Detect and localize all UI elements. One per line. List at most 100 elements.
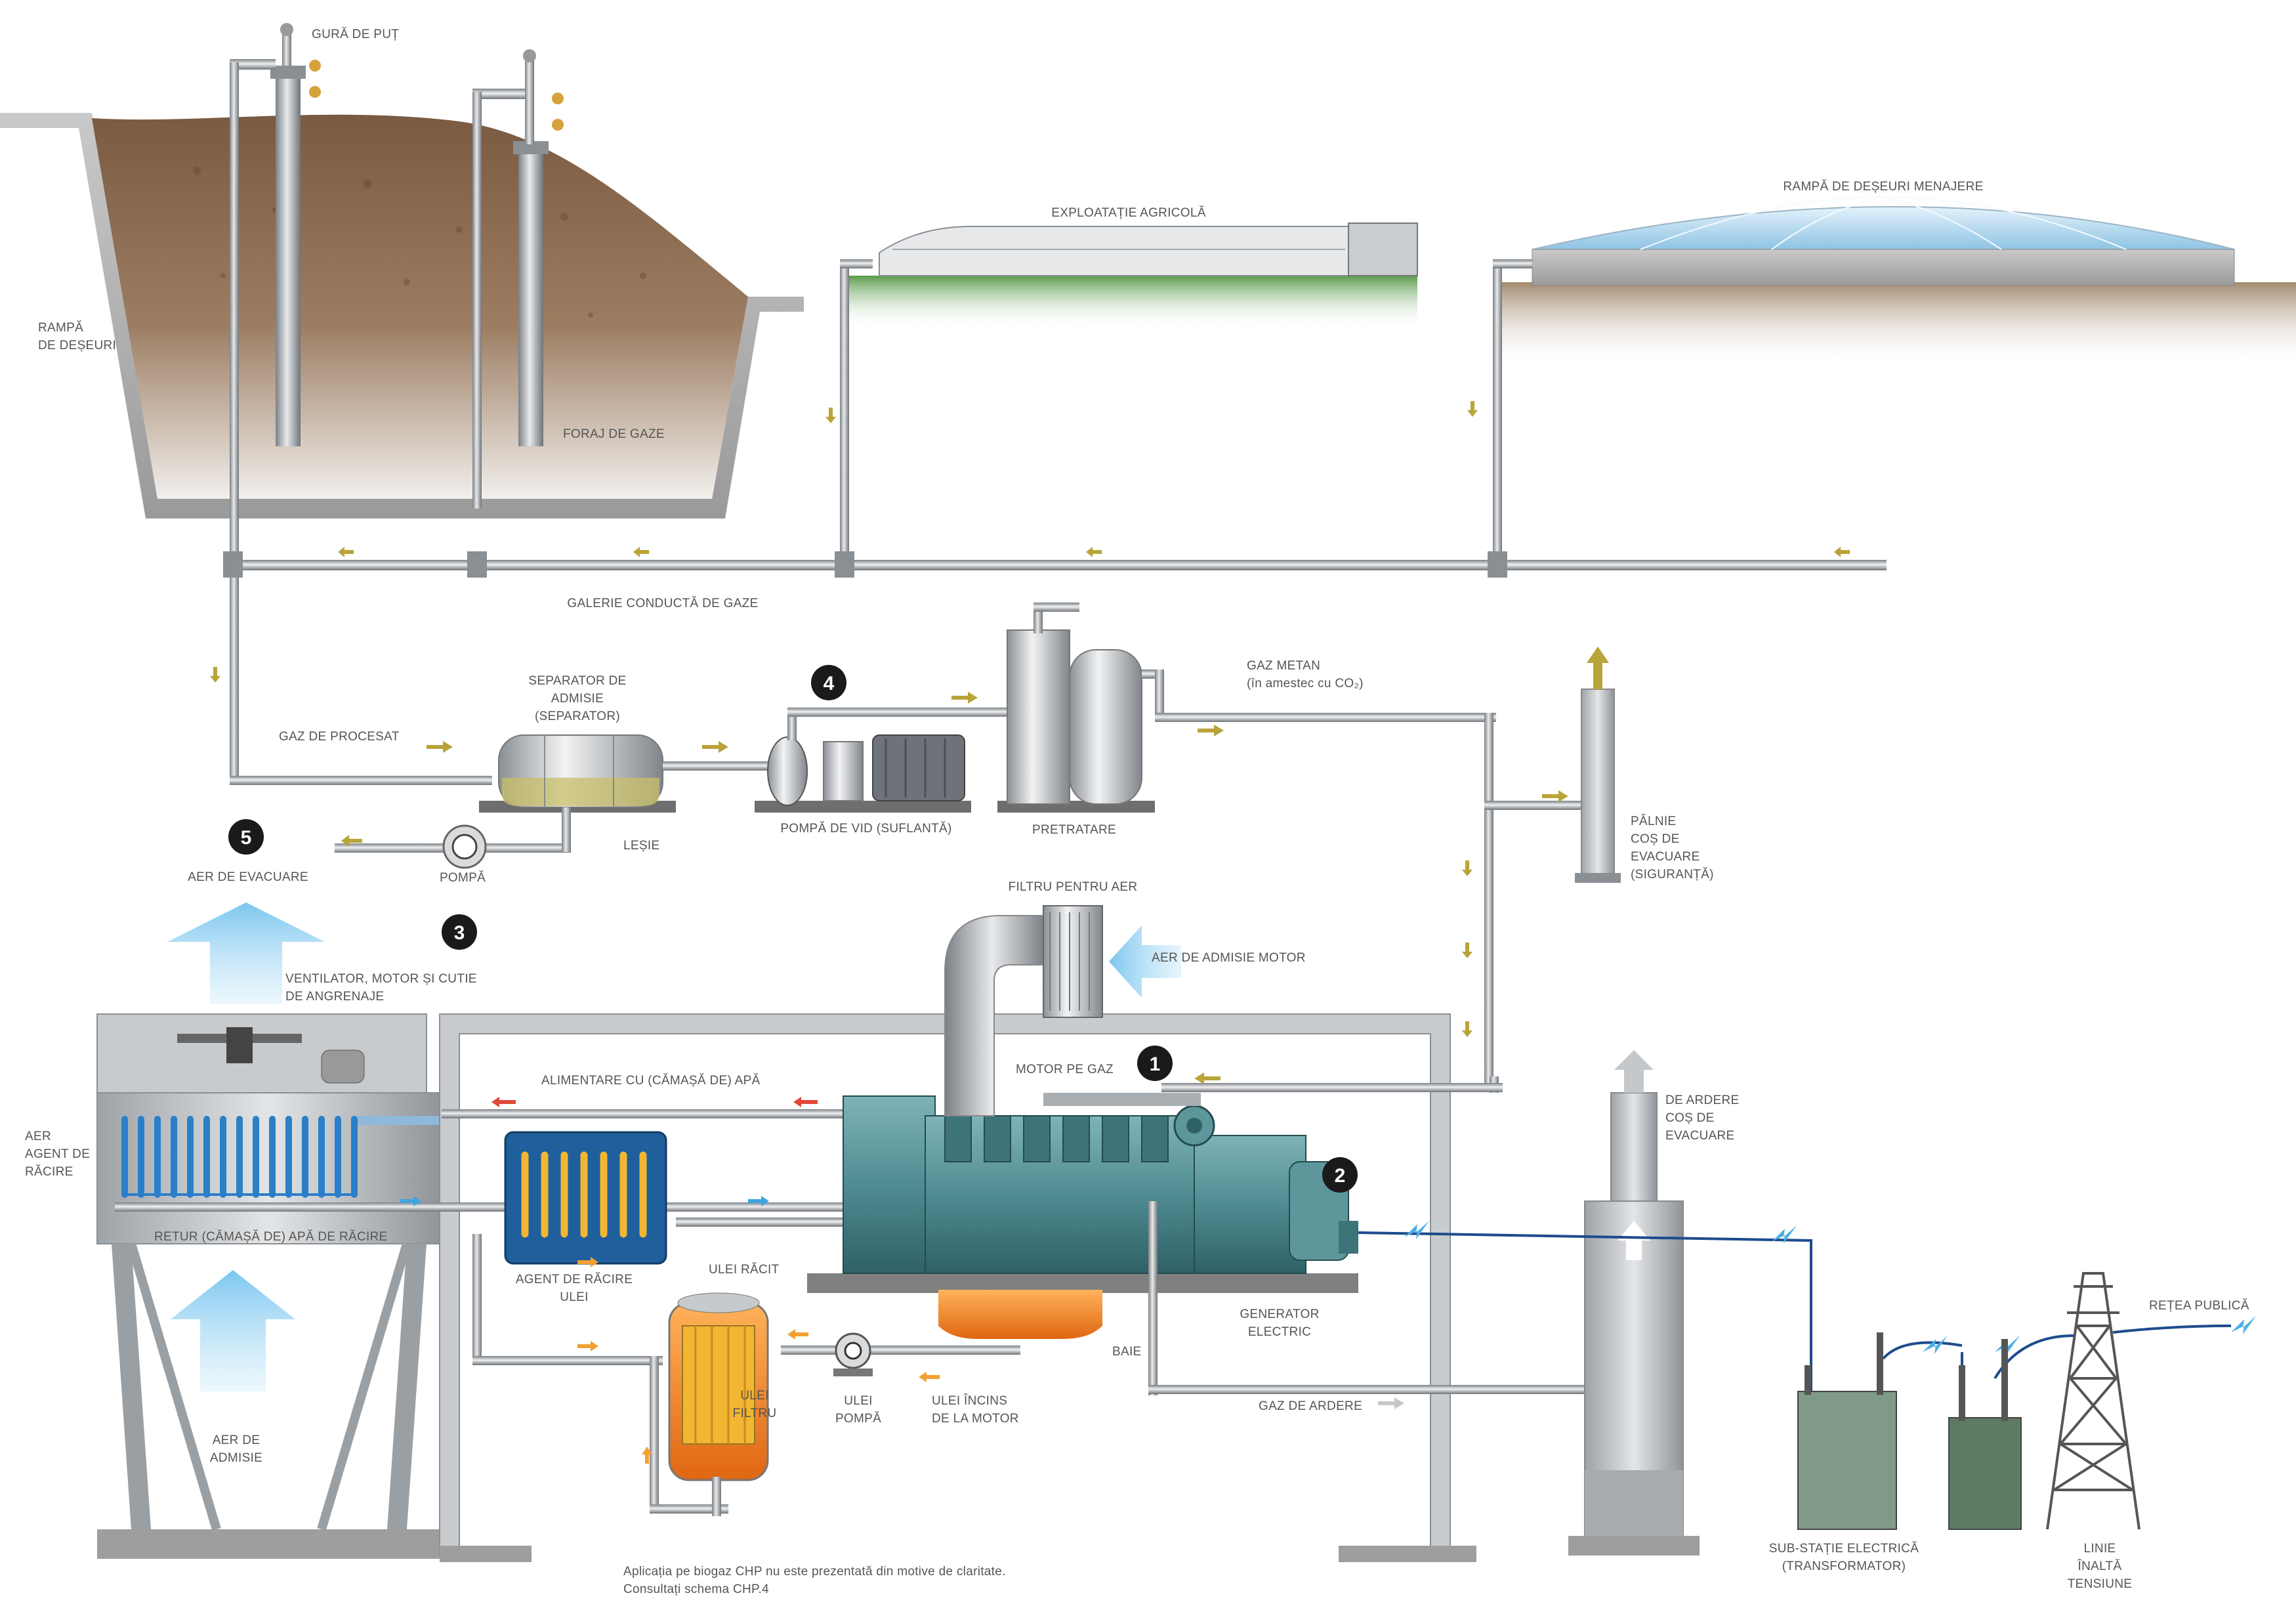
label-lye: LEȘIE	[623, 839, 659, 853]
label-oil-sump: BAIE	[1112, 1345, 1142, 1359]
label-exhaust-stack-line-3: EVACUARE	[1665, 1129, 1735, 1143]
flow-arrows	[210, 401, 1850, 1084]
oil-filter	[668, 1292, 769, 1516]
label-footnote-line-1: Aplicația pe biogaz CHP nu este prezenta…	[623, 1565, 1006, 1579]
air-filter	[944, 905, 1103, 1116]
label-farm: EXPLOATAȚIE AGRICOLĂ	[1051, 206, 1206, 220]
step-badge-1: 1	[1137, 1046, 1173, 1081]
separator	[479, 734, 768, 813]
label-oil-coolant-line-1: AGENT DE RĂCIRE	[516, 1273, 633, 1286]
farm	[846, 223, 1418, 328]
red-flow-arrows	[491, 1097, 818, 1107]
exhaust-stack	[1568, 1050, 1700, 1556]
label-pretreatment: PRETRATARE	[1032, 823, 1116, 837]
label-flare-stack-line-2: COȘ DE	[1631, 832, 1680, 846]
label-hot-oil-line-1: ULEI ÎNCINS	[932, 1393, 1007, 1408]
label-jacket-water-return: RETUR (CĂMAȘĂ DE) APĂ DE RĂCIRE	[154, 1230, 388, 1244]
step-badge-number: 4	[824, 673, 835, 694]
flare-top-arrow	[1587, 647, 1609, 689]
lye-line	[335, 807, 571, 869]
label-intake-air-line-1: AER DE	[213, 1433, 261, 1447]
cooling-tower	[96, 1013, 443, 1559]
label-public-grid: REȚEA PUBLICĂ	[2149, 1299, 2249, 1313]
step-badge-2: 2	[1322, 1157, 1358, 1193]
label-pump: POMPĂ	[440, 871, 486, 885]
label-gas-well: FORAJ DE GAZE	[563, 427, 665, 441]
label-oil-filter-line-1: ULEI	[740, 1389, 768, 1403]
lightning-icons	[1404, 1221, 2256, 1354]
label-flue-gas: GAZ DE ARDERE	[1259, 1399, 1362, 1413]
label-substation-line-2: (TRANSFORMATOR)	[1782, 1559, 1906, 1573]
label-fan-motor-line-1: VENTILATOR, MOTOR ȘI CUTIE	[285, 972, 477, 986]
label-exhaust-stack-line-2: COȘ DE	[1665, 1111, 1715, 1125]
step-badge-3: 3	[442, 914, 477, 950]
label-gas-gallery: GALERIE CONDUCTĂ DE GAZE	[567, 597, 758, 610]
text-labels: GURĂ DE PUȚ RAMPĂ DE DEȘEURI FORAJ DE GAZE E…	[25, 28, 2249, 1596]
oil-cooler	[504, 1131, 667, 1265]
label-methane-gas-line-2: (în amestec cu CO₂)	[1247, 677, 1364, 690]
exhaust-air-arrow	[167, 902, 325, 1004]
vacuum-pump	[755, 708, 1011, 813]
label-air-coolant-line-3: RĂCIRE	[25, 1165, 73, 1179]
orange-flow-arrows	[577, 1257, 940, 1464]
label-oil-pump-line-1: ULEI	[844, 1394, 872, 1408]
label-separator-line-1: SEPARATOR DE	[528, 674, 626, 688]
step-badge-number: 3	[454, 922, 465, 944]
landfill	[0, 113, 804, 519]
step-badge-number: 2	[1335, 1165, 1346, 1187]
pretreatment	[997, 603, 1589, 1093]
step-badge-4: 4	[811, 665, 846, 700]
label-flare-stack-line-1: PÂLNIE	[1631, 814, 1676, 828]
transmission-pylon	[2046, 1272, 2140, 1530]
label-air-coolant-line-2: AGENT DE	[25, 1147, 90, 1161]
label-separator-line-3: (SEPARATOR)	[535, 710, 620, 723]
label-generator-line-2: ELECTRIC	[1248, 1325, 1311, 1339]
label-hv-line-line-2: ÎNALTĂ	[2077, 1559, 2122, 1573]
label-vacuum-pump: POMPĂ DE VID (SUFLANTĂ)	[780, 822, 951, 836]
household-landfill	[1496, 196, 2296, 368]
engine-building-frame	[439, 1013, 1476, 1562]
intake-air-arrow	[171, 1270, 295, 1391]
label-flare-stack-line-3: EVACUARE	[1631, 850, 1700, 864]
flare-stack	[1575, 689, 1621, 883]
label-fan-motor-line-2: DE ANGRENAJE	[285, 990, 384, 1004]
label-oil-filter-line-2: FILTRU	[733, 1407, 777, 1420]
gas-engine	[807, 1083, 1608, 1395]
engine-intake-air-arrow	[1109, 925, 1181, 998]
label-hv-line-line-3: TENSIUNE	[2068, 1577, 2132, 1591]
label-flare-stack-line-4: (SIGURANȚĂ)	[1631, 868, 1714, 881]
step-badges: 1 2 3 4 5	[228, 665, 1358, 1193]
gas-well-2	[472, 49, 564, 509]
label-methane-gas-line-1: GAZ METAN	[1247, 659, 1320, 673]
label-air-coolant-line-1: AER	[25, 1130, 51, 1143]
label-hv-line-line-1: LINIE	[2083, 1542, 2116, 1556]
label-generator-line-1: GENERATOR	[1240, 1307, 1319, 1321]
label-household-landfill: RAMPĂ DE DEȘEURI MENAJERE	[1783, 180, 1983, 194]
label-exhaust-stack-line-1: DE ARDERE	[1665, 1093, 1740, 1107]
label-process-gas: GAZ DE PROCESAT	[279, 730, 400, 744]
label-air-filter: FILTRU PENTRU AER	[1009, 880, 1138, 894]
label-substation-line-1: SUB-STAȚIE ELECTRICĂ	[1769, 1542, 1919, 1556]
label-oil-coolant-line-2: ULEI	[560, 1290, 588, 1304]
blue-flow-arrows	[400, 1196, 769, 1206]
label-jacket-water-supply: ALIMENTARE CU (CĂMAȘĂ DE) APĂ	[541, 1074, 761, 1088]
label-engine-intake-air: AER DE ADMISIE MOTOR	[1152, 951, 1306, 965]
label-wellhead: GURĂ DE PUȚ	[312, 28, 399, 41]
flue-gas-arrow	[1378, 1397, 1404, 1409]
label-oil-pump-line-2: POMPĂ	[835, 1412, 881, 1426]
gas-gallery-pipe	[223, 259, 1887, 785]
label-gas-engine: MOTOR PE GAZ	[1016, 1063, 1114, 1076]
label-exhaust-air: AER DE EVACUARE	[188, 870, 308, 884]
label-cooled-oil: ULEI RĂCIT	[709, 1263, 780, 1277]
label-separator-line-2: ADMISIE	[551, 692, 604, 706]
label-landfill-line-1: RAMPĂ	[38, 321, 83, 335]
label-intake-air-line-2: ADMISIE	[210, 1451, 262, 1465]
oil-pump	[833, 1332, 873, 1376]
label-landfill-line-2: DE DEȘEURI	[38, 339, 116, 352]
step-badge-number: 5	[241, 827, 252, 849]
substation	[1797, 1332, 2022, 1530]
gas-well-1	[230, 23, 321, 509]
step-badge-5: 5	[228, 819, 264, 855]
